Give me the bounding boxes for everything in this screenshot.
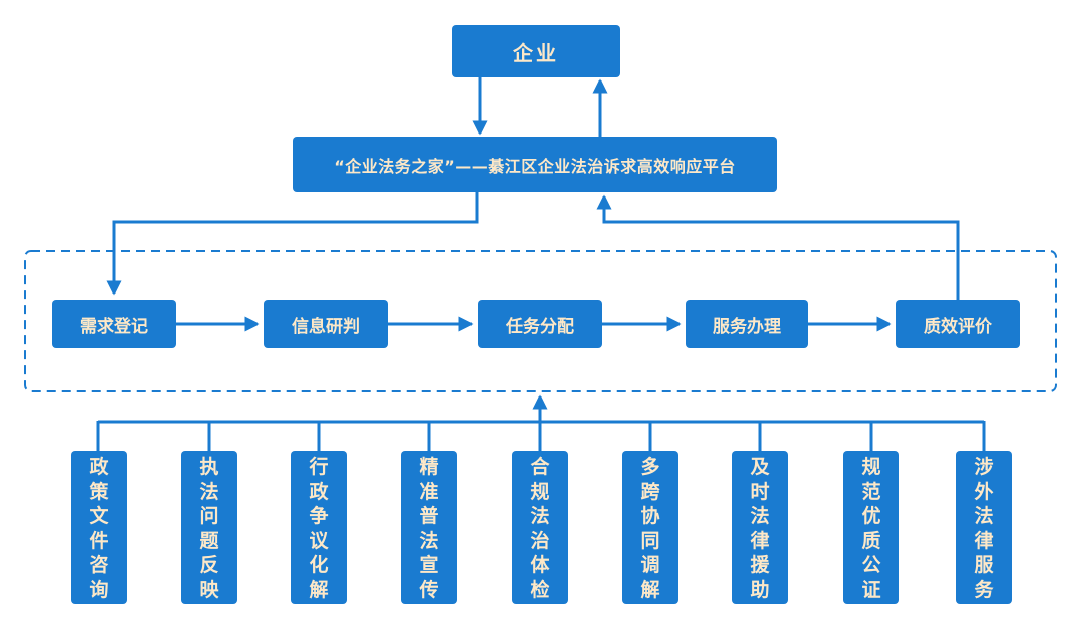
- platform-box: “企业法务之家”——綦江区企业法治诉求高效响应平台: [293, 137, 777, 192]
- step-info-analysis: 信息研判: [264, 300, 388, 348]
- service-foreign-legal: 涉外法律服务: [956, 451, 1012, 604]
- process-frame: [24, 250, 1057, 392]
- step-label: 质效评价: [924, 316, 992, 337]
- service-notarization: 规范优质公证: [843, 451, 899, 604]
- service-enforcement-feedback: 执法问题反映: [181, 451, 237, 604]
- service-label: 执法问题反映: [199, 456, 219, 601]
- step-quality-evaluation: 质效评价: [896, 300, 1020, 348]
- step-label: 服务办理: [713, 316, 781, 337]
- service-label: 多跨协同调解: [640, 456, 660, 601]
- company-label: 企业: [513, 40, 559, 65]
- service-legal-publicity: 精准普法宣传: [401, 451, 457, 604]
- step-label: 任务分配: [506, 316, 574, 337]
- arrow-platform-to-registration: [106, 192, 479, 296]
- company-box: 企业: [452, 25, 620, 77]
- step-label: 需求登记: [80, 316, 148, 337]
- service-administrative-dispute: 行政争议化解: [291, 451, 347, 604]
- step-label: 信息研判: [292, 316, 360, 337]
- service-label: 合规法治体检: [530, 456, 550, 601]
- service-label: 精准普法宣传: [419, 456, 439, 601]
- platform-label: “企业法务之家”——綦江区企业法治诉求高效响应平台: [334, 156, 736, 176]
- step-task-assignment: 任务分配: [478, 300, 602, 348]
- service-label: 行政争议化解: [309, 456, 329, 601]
- service-label: 及时法律援助: [750, 456, 770, 601]
- service-compliance-check: 合规法治体检: [512, 451, 568, 604]
- service-label: 规范优质公证: [861, 456, 881, 601]
- service-coordinated-mediation: 多跨协同调解: [622, 451, 678, 604]
- arrow-evaluation-to-platform: [596, 194, 960, 300]
- service-policy-consultation: 政策文件咨询: [71, 451, 127, 604]
- service-label: 政策文件咨询: [89, 456, 109, 601]
- step-service-handling: 服务办理: [686, 300, 808, 348]
- service-label: 涉外法律服务: [974, 456, 994, 601]
- service-legal-aid: 及时法律援助: [732, 451, 788, 604]
- step-demand-registration: 需求登记: [52, 300, 176, 348]
